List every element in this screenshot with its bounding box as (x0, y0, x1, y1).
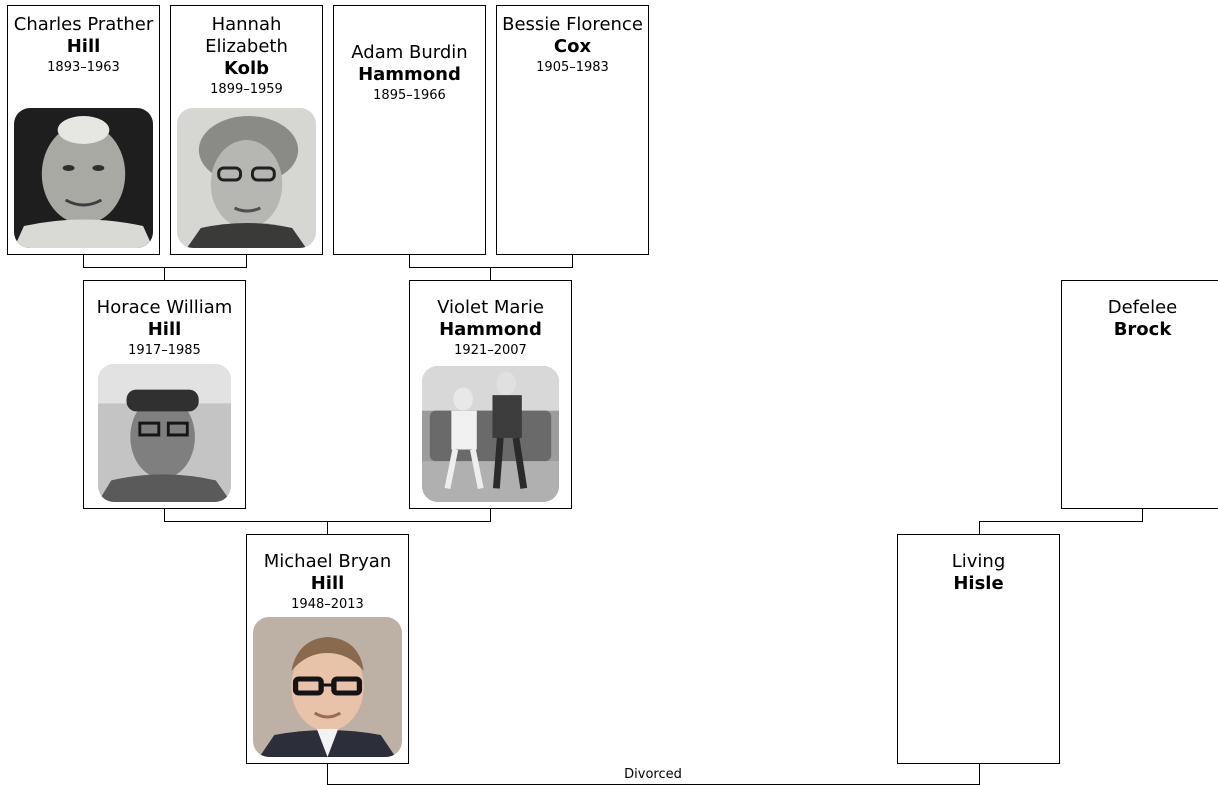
connector-line (490, 267, 491, 280)
person-card-defelee[interactable]: Defelee Brock (1061, 280, 1218, 509)
person-card-charles[interactable]: Charles Prather Hill 1893–1963 (7, 5, 160, 255)
person-card-horace[interactable]: Horace William Hill 1917–1985 (83, 280, 246, 509)
life-dates: 1899–1959 (210, 82, 283, 97)
person-card-living[interactable]: Living Hisle (897, 534, 1060, 764)
given-name: Bessie Florence (502, 14, 643, 35)
connector-line (979, 521, 1143, 522)
connector-line (409, 255, 410, 267)
surname: Cox (553, 36, 592, 57)
given-name: Defelee (1107, 297, 1178, 318)
connector-line (1142, 509, 1143, 521)
person-card-hannah[interactable]: Hannah Elizabeth Kolb 1899–1959 (170, 5, 323, 255)
connector-line (83, 255, 84, 267)
portrait-photo (14, 108, 153, 248)
connector-line (979, 521, 980, 534)
portrait-photo (177, 108, 316, 248)
life-dates: 1895–1966 (373, 88, 446, 103)
person-card-adam[interactable]: Adam Burdin Hammond 1895–1966 (333, 5, 486, 255)
life-dates: 1893–1963 (47, 60, 120, 75)
given-name: Michael Bryan (263, 551, 392, 572)
life-dates: 1917–1985 (128, 343, 201, 358)
portrait-photo (253, 617, 402, 757)
surname: Hammond (358, 64, 461, 85)
person-card-violet[interactable]: Violet Marie Hammond 1921–2007 (409, 280, 572, 509)
connector-line (572, 255, 573, 267)
person-card-bessie[interactable]: Bessie Florence Cox 1905–1983 (496, 5, 649, 255)
given-name: Hannah Elizabeth (205, 14, 288, 57)
given-name: Living (951, 551, 1006, 572)
connector-line (409, 267, 573, 268)
connector-line (164, 267, 165, 280)
couple-photo (422, 366, 559, 502)
given-name: Adam Burdin (351, 42, 468, 63)
connector-line (246, 255, 247, 267)
portrait-photo (98, 364, 231, 502)
given-name: Violet Marie (437, 297, 544, 318)
surname: Hammond (439, 319, 542, 340)
connector-line (83, 267, 247, 268)
surname: Hisle (953, 573, 1004, 594)
connector-line (979, 764, 980, 784)
given-name: Charles Prather (13, 14, 154, 35)
relationship-label: Divorced (624, 767, 682, 782)
surname: Hill (310, 573, 345, 594)
connector-line (490, 509, 491, 521)
surname: Hill (66, 36, 101, 57)
connector-line (164, 509, 165, 521)
given-name: Horace William (96, 297, 233, 318)
life-dates: 1905–1983 (536, 60, 609, 75)
connector-line (327, 521, 328, 534)
life-dates: 1921–2007 (454, 343, 527, 358)
surname: Kolb (223, 58, 270, 79)
person-card-michael[interactable]: Michael Bryan Hill 1948–2013 (246, 534, 409, 764)
surname: Hill (147, 319, 182, 340)
surname: Brock (1113, 319, 1172, 340)
connector-line (327, 764, 328, 784)
life-dates: 1948–2013 (291, 597, 364, 612)
